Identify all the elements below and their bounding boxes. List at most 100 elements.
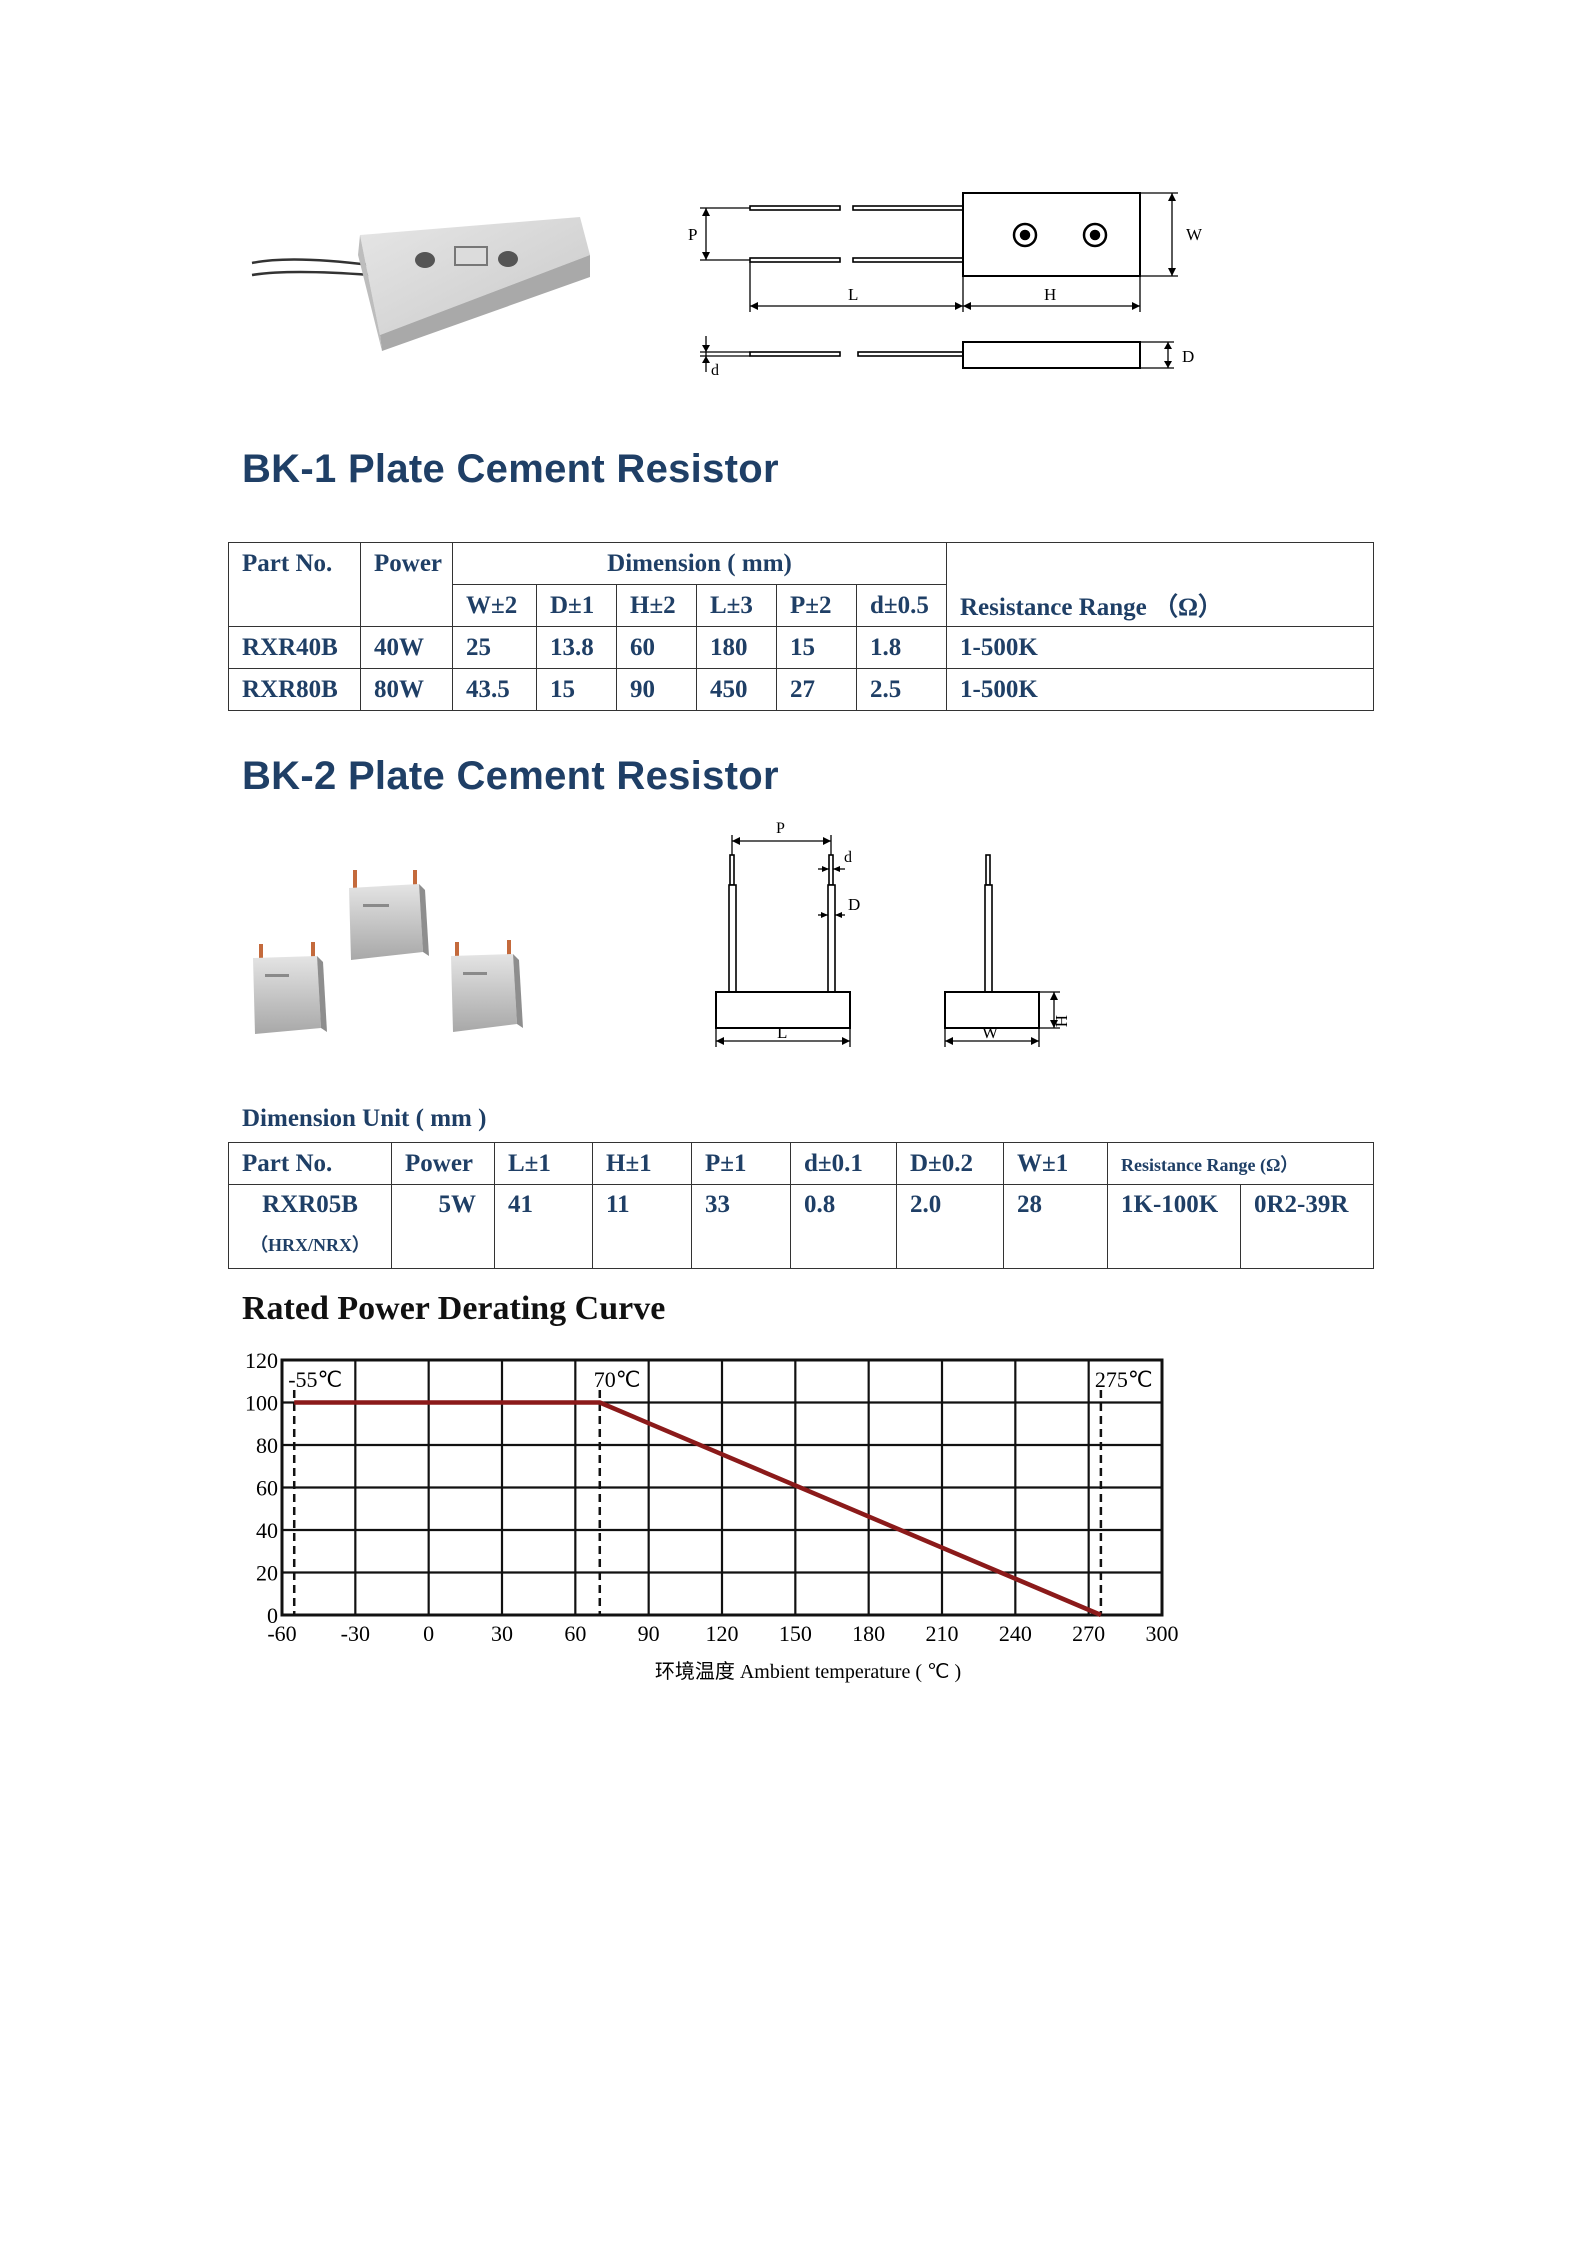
bk2-header: d±0.1 (790, 1142, 897, 1185)
bk1-dim-header: L±3 (696, 584, 777, 627)
bk2-cell-range: 1K-100K (1107, 1184, 1241, 1269)
bk2-cell-value: 0.8 (790, 1184, 897, 1269)
bk1-cell-dim: 180 (696, 626, 777, 669)
bk2-label-d: D (848, 895, 860, 914)
chart-x-tick-label: 30 (491, 1621, 513, 1646)
bk1-product-photo (251, 217, 590, 351)
chart-series-line (294, 1400, 1102, 1618)
bk2-header: D±0.2 (896, 1142, 1004, 1185)
bk1-label-d: D (1182, 347, 1194, 366)
bk1-cell-dim: 60 (616, 626, 697, 669)
bk1-cell-dim: 15 (536, 668, 617, 711)
bk2-header: P±1 (691, 1142, 791, 1185)
bk1-cell-power: 80W (360, 668, 453, 711)
bk2-dimension-caption: Dimension Unit ( mm ) (242, 1105, 487, 1132)
bk1-cell-dim: 13.8 (536, 626, 617, 669)
chart-x-tick-label: 0 (423, 1621, 434, 1646)
chart-x-tick-label: 120 (706, 1621, 739, 1646)
bk1-dim-header: W±2 (452, 584, 537, 627)
chart-x-tick-label: 210 (926, 1621, 959, 1646)
bk2-label-h: H (1052, 1015, 1071, 1027)
bk1-spec-table: Part No. Power Dimension ( mm) W±2 D±1 H… (228, 542, 1374, 711)
bk1-cell-part: RXR80B (228, 668, 361, 711)
chart-x-tick-label: -60 (267, 1621, 296, 1646)
bk1-header-part: Part No. (228, 542, 361, 585)
bk2-header: Part No. (228, 1142, 392, 1185)
bk1-cell-power: 40W (360, 626, 453, 669)
bk2-header-row: Part No. Power L±1 H±1 P±1 d±0.1 D±0.2 W… (228, 1142, 1374, 1185)
bk2-header: Power (391, 1142, 495, 1185)
chart-x-tick-label: 90 (638, 1621, 660, 1646)
chart-y-tick-label: 20 (256, 1561, 278, 1586)
curve-title: Rated Power Derating Curve (242, 1290, 666, 1327)
bk1-cell-part: RXR40B (228, 626, 361, 669)
bk1-cell-dim: 25 (452, 626, 537, 669)
bk1-dimension-drawing: P W L H d D (688, 192, 1203, 379)
chart-temperature-label: -55℃ (288, 1367, 342, 1392)
bk1-cell-dim: 1.8 (856, 626, 947, 669)
bk2-cell-part-sub: （HRX/NRX） (250, 1235, 370, 1255)
chart-x-tick-label: 180 (852, 1621, 885, 1646)
table-row: RXR80B 80W 43.5 15 90 450 27 2.5 1-500K (228, 668, 1374, 711)
bk2-cell-part: RXR05B (262, 1191, 358, 1218)
chart-x-tick-label: 240 (999, 1621, 1032, 1646)
chart-x-tick-label: 270 (1072, 1621, 1105, 1646)
bk1-label-d-small: d (711, 362, 719, 379)
chart-x-tick-label: 300 (1146, 1621, 1179, 1646)
bk1-header-dimension: Dimension ( mm) (452, 542, 947, 585)
bk2-header: L±1 (494, 1142, 593, 1185)
chart-y-tick-label: 80 (256, 1433, 278, 1458)
chart-x-tick-label: 60 (564, 1621, 586, 1646)
bk2-product-photo (253, 870, 523, 1034)
bk1-cell-dim: 43.5 (452, 668, 537, 711)
bk1-label-w: W (1186, 225, 1203, 244)
bk2-header-resistance: Resistance Range (Ω） (1107, 1142, 1374, 1185)
bk1-header-power: Power (360, 542, 453, 585)
bk1-label-h: H (1044, 285, 1056, 304)
bk2-title: BK-2 Plate Cement Resistor (242, 754, 779, 798)
chart-x-tick-label: -30 (341, 1621, 370, 1646)
derating-chart: -55℃ 70℃ 275℃ -60 -30 0 30 60 90 120 150 180 210 240… (245, 1348, 1179, 1683)
bk1-cell-dim: 450 (696, 668, 777, 711)
bk2-label-p: P (776, 820, 785, 837)
chart-y-tick-label: 120 (245, 1348, 278, 1373)
bk2-cell-value: 11 (592, 1184, 692, 1269)
bk2-cell-value: 41 (494, 1184, 593, 1269)
table-row: RXR40B 40W 25 13.8 60 180 15 1.8 1-500K (228, 626, 1374, 669)
bk1-dim-header: P±2 (776, 584, 857, 627)
bk2-cell-power: 5W (391, 1184, 495, 1269)
bk1-title: BK-1 Plate Cement Resistor (242, 447, 779, 491)
bk2-label-d-small: d (844, 849, 852, 866)
bk1-cell-dim: 15 (776, 626, 857, 669)
bk2-cell-value: 28 (1003, 1184, 1108, 1269)
bk1-header-resistance: Resistance Range （Ω） (946, 584, 1374, 627)
bk1-cell-dim: 90 (616, 668, 697, 711)
bk1-cell-dim: 27 (776, 668, 857, 711)
bk1-cell-dim: 2.5 (856, 668, 947, 711)
chart-temperature-label: 275℃ (1095, 1367, 1153, 1392)
chart-temperature-label: 70℃ (594, 1367, 641, 1392)
chart-y-tick-label: 100 (245, 1391, 278, 1416)
bk1-cell-range: 1-500K (946, 668, 1374, 711)
chart-y-tick-label: 40 (256, 1518, 278, 1543)
table-row: RXR05B （HRX/NRX） 5W 41 11 33 0.8 2.0 28 … (228, 1184, 1374, 1269)
bk2-label-w: W (982, 1023, 999, 1042)
bk2-header: W±1 (1003, 1142, 1108, 1185)
bk1-header-row-2: W±2 D±1 H±2 L±3 P±2 d±0.5 Resistance Ran… (228, 584, 1374, 627)
bk1-cell-range: 1-500K (946, 626, 1374, 669)
bk2-dimension-drawing: P d D L H W (715, 820, 1071, 1047)
bk2-cell-range: 0R2-39R (1240, 1184, 1374, 1269)
bk2-spec-table: Part No. Power L±1 H±1 P±1 d±0.1 D±0.2 W… (228, 1142, 1374, 1269)
bk1-dim-header: D±1 (536, 584, 617, 627)
chart-x-axis-label: 环境温度 Ambient temperature ( ℃ ) (655, 1660, 961, 1683)
chart-x-tick-label: 150 (779, 1621, 812, 1646)
bk2-header: H±1 (592, 1142, 692, 1185)
bk2-cell-value: 33 (691, 1184, 791, 1269)
bk1-header-row-1: Part No. Power Dimension ( mm) (228, 542, 1374, 585)
bk1-dim-header: d±0.5 (856, 584, 947, 627)
bk2-label-l: L (777, 1023, 787, 1042)
bk1-label-p: P (688, 225, 697, 244)
bk2-cell-value: 2.0 (896, 1184, 1004, 1269)
chart-y-tick-label: 0 (267, 1603, 278, 1628)
bk1-dim-header: H±2 (616, 584, 697, 627)
